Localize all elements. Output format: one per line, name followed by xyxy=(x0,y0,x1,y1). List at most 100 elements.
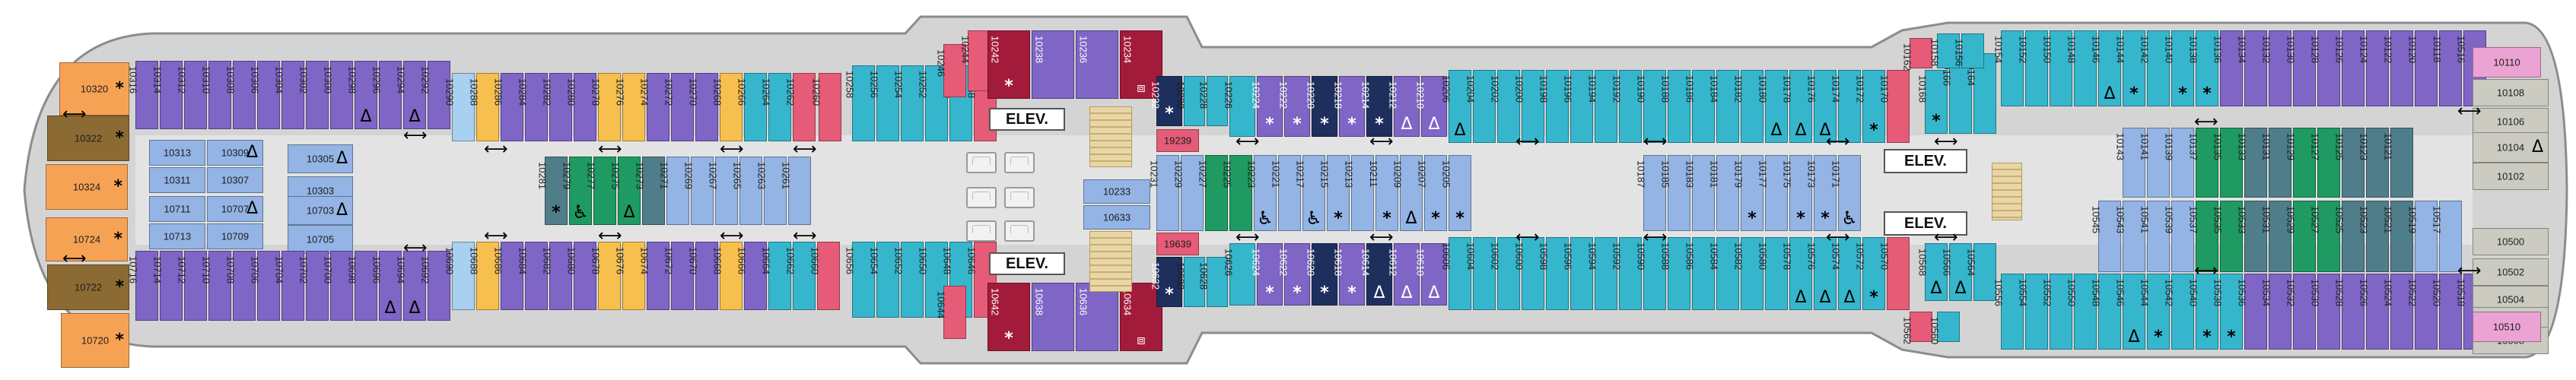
cabin-10604[interactable]: 10604 xyxy=(1465,237,1496,310)
cabin-10120[interactable]: 10120 xyxy=(2406,30,2438,106)
cabin-10324[interactable]: 10324* xyxy=(46,164,128,210)
cabin-10709[interactable]: 10709 xyxy=(207,223,263,249)
cabin-10532[interactable]: 10532 xyxy=(2285,274,2316,350)
cabin-10156[interactable]: 10156 xyxy=(1953,33,1984,68)
cabin-10254[interactable]: 10254 xyxy=(892,65,924,141)
cabin-10273[interactable]: 10273 xyxy=(634,157,665,225)
cabin-10228[interactable]: 10228 xyxy=(1197,76,1228,126)
cabin-10284[interactable]: 10284 xyxy=(517,73,548,141)
cabin-10628[interactable]: 10628 xyxy=(1197,257,1228,307)
cabin-10174[interactable]: 10174 xyxy=(1830,70,1861,143)
cabin-10586[interactable]: 10586 xyxy=(1684,237,1715,310)
cabin-tag-19239[interactable]: 19239 xyxy=(1156,129,1199,152)
cabin-10622[interactable]: 10622* xyxy=(1277,243,1310,306)
cabin-10706[interactable]: 10706 xyxy=(249,251,280,321)
cabin-10187[interactable]: 10187 xyxy=(1635,155,1666,231)
cabin-10684[interactable]: 10684 xyxy=(517,242,548,310)
cabin-10277[interactable]: 10277 xyxy=(585,157,616,225)
cabin-10510[interactable]: 10510 xyxy=(2473,312,2541,342)
cabin-10185[interactable]: 10185 xyxy=(1659,155,1690,231)
cabin-10528[interactable]: 10528 xyxy=(2333,274,2365,350)
cabin-10268[interactable]: 10268 xyxy=(711,73,743,141)
cabin-10674[interactable]: 10674 xyxy=(638,242,669,310)
cabin-10638[interactable]: 10638 xyxy=(1032,283,1074,351)
cabin-10666[interactable]: 10666 xyxy=(736,242,767,310)
cabin-10110[interactable]: 10110 xyxy=(2473,47,2541,78)
cabin-10132[interactable]: 10132 xyxy=(2260,30,2291,106)
cabin-10256[interactable]: 10256 xyxy=(868,65,899,141)
cabin-10630[interactable]: 10630 xyxy=(1175,257,1205,307)
cabin-10137[interactable]: 10137 xyxy=(2187,128,2218,198)
cabin-10541[interactable]: 10541 xyxy=(2139,201,2170,272)
cabin-10531[interactable]: 10531 xyxy=(2260,201,2291,272)
cabin-10519[interactable]: 10519 xyxy=(2406,201,2438,272)
cabin-10242[interactable]: 10242* xyxy=(987,30,1030,99)
cabin-10182[interactable]: 10182 xyxy=(1732,70,1763,143)
cabin-10302[interactable]: 10302 xyxy=(297,61,329,129)
cabin-10690[interactable]: 10690 xyxy=(444,242,475,310)
cabin-10306[interactable]: 10306 xyxy=(249,61,280,129)
cabin-10313[interactable]: 10313 xyxy=(149,140,205,166)
cabin-10688[interactable]: 10688 xyxy=(468,242,499,310)
cabin-10270[interactable]: 10270 xyxy=(687,73,718,141)
cabin-10171[interactable]: 10171♿ xyxy=(1830,155,1861,231)
cabin-10143[interactable]: 10143 xyxy=(2114,128,2145,198)
cabin-10108[interactable]: 10108 xyxy=(2473,79,2549,106)
cabin-10213[interactable]: 10213 xyxy=(1343,155,1374,231)
cabin-10266[interactable]: 10266 xyxy=(736,73,767,141)
cabin-10712[interactable]: 10712 xyxy=(176,251,207,321)
cabin-10264[interactable]: 10264 xyxy=(760,73,791,141)
cabin-10279[interactable]: 10279♿ xyxy=(561,157,592,225)
cabin-10652[interactable]: 10652 xyxy=(892,242,924,318)
cabin-10704[interactable]: 10704 xyxy=(273,251,304,321)
cabin-10142[interactable]: 10142 xyxy=(2139,30,2170,106)
cabin-10227[interactable]: 10227 xyxy=(1197,155,1228,231)
cabin-10542[interactable]: 10542 xyxy=(2163,274,2194,350)
cabin-10602[interactable]: 10602 xyxy=(1489,237,1520,310)
cabin-10307[interactable]: 10307 xyxy=(207,167,263,193)
cabin-10265[interactable]: 10265 xyxy=(731,157,762,225)
cabin-10322[interactable]: 10322* xyxy=(47,116,129,161)
cabin-10263[interactable]: 10263 xyxy=(755,157,787,225)
cabin-10262[interactable]: 10262 xyxy=(784,73,816,141)
cabin-10288[interactable]: 10288 xyxy=(468,73,499,141)
cabin-10217[interactable]: 10217♿ xyxy=(1294,155,1325,231)
cabin-10134[interactable]: 10134 xyxy=(2236,30,2267,106)
cabin-10186[interactable]: 10186 xyxy=(1684,70,1715,143)
cabin-10276[interactable]: 10276 xyxy=(614,73,645,141)
cabin-10172[interactable]: 10172* xyxy=(1854,70,1885,143)
cabin-10200[interactable]: 10200 xyxy=(1513,70,1544,143)
cabin-10282[interactable]: 10282 xyxy=(541,73,572,141)
cabin-10320[interactable]: 10320* xyxy=(59,62,129,116)
cabin-10314[interactable]: 10314 xyxy=(151,61,183,129)
cabin-10584[interactable]: 10584 xyxy=(1708,237,1739,310)
cabin-10215[interactable]: 10215* xyxy=(1318,155,1350,231)
cabin-10530[interactable]: 10530 xyxy=(2309,274,2340,350)
cabin-10135[interactable]: 10135 xyxy=(2212,128,2243,198)
cabin-10660[interactable]: 10660 xyxy=(809,242,840,310)
cabin-10545[interactable]: 10545 xyxy=(2090,201,2121,272)
cabin-10154[interactable]: 10154 xyxy=(1992,30,2024,106)
cabin-10618[interactable]: 10618* xyxy=(1332,243,1365,306)
cabin-10714[interactable]: 10714 xyxy=(151,251,183,321)
cabin-10538[interactable]: 10538* xyxy=(2212,274,2243,350)
cabin-10272[interactable]: 10272 xyxy=(663,73,694,141)
cabin-10644[interactable]: 10644 xyxy=(935,286,966,339)
cabin-10692[interactable]: 10692 xyxy=(419,251,450,321)
cabin-10708[interactable]: 10708 xyxy=(224,251,256,321)
cabin-10221[interactable]: 10221 xyxy=(1270,155,1301,231)
cabin-10214[interactable]: 10214* xyxy=(1360,76,1392,137)
cabin-10572[interactable]: 10572* xyxy=(1854,237,1885,310)
cabin-10562[interactable]: 10562 xyxy=(1901,312,1932,344)
cabin-10702[interactable]: 10702 xyxy=(297,251,329,321)
cabin-10520[interactable]: 10520 xyxy=(2431,274,2462,350)
